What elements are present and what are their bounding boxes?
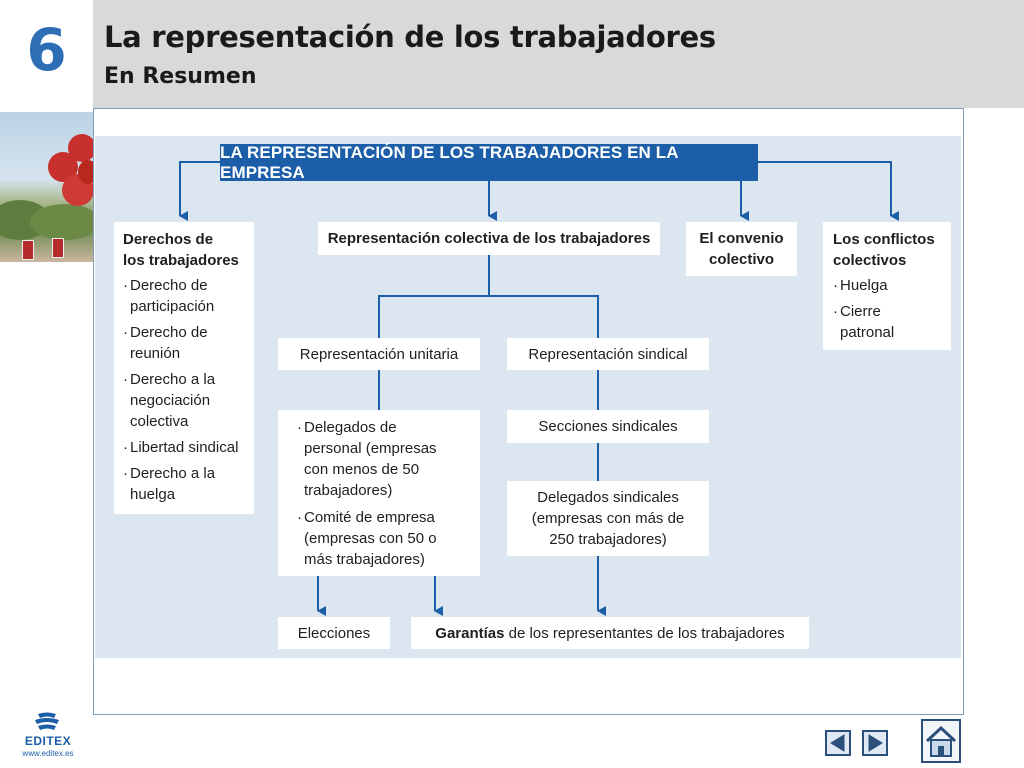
conflictos-item: Huelga [833,275,941,296]
unitaria-item: Comité de empresa (empresas con 50 o más… [297,507,461,570]
home-button[interactable] [921,719,961,763]
node-unitaria: Representación unitaria [278,338,480,370]
node-convenio: El convenio colectivo [686,222,797,276]
slide-title: La representación de los trabajadores [104,20,716,54]
unitaria-list: Delegados de personal (empresas con meno… [297,417,461,570]
slide-subtitle: En Resumen [104,64,257,89]
node-derechos: Derechos de los trabajadores Derecho de … [114,222,254,514]
node-derechos-title-1: Derechos de [123,231,214,248]
unitaria-item: Delegados de personal (empresas con meno… [297,417,461,501]
derechos-item: Derecho a la negociación colectiva [123,369,245,432]
node-unitaria-detail: Delegados de personal (empresas con meno… [278,410,480,576]
node-colectiva: Representación colectiva de los trabajad… [318,222,660,255]
root-node: LA REPRESENTACIÓN DE LOS TRABAJADORES EN… [220,143,758,182]
editex-logo: EDITEX www.editex.es [18,712,78,760]
logo-text: EDITEX [24,734,72,748]
prev-arrow-icon [830,734,845,752]
derechos-item: Derecho de participación [123,275,245,317]
conflictos-list: Huelga Cierre patronal [833,275,941,343]
node-conflictos: Los conflictos colectivos Huelga Cierre … [823,222,951,350]
decorative-photo [0,112,93,262]
logo-url: www.editex.es [22,749,74,758]
home-icon [925,725,957,757]
node-elecciones: Elecciones [278,617,390,649]
node-sindical: Representación sindical [507,338,709,370]
derechos-item: Libertad sindical [123,437,245,458]
derechos-item: Derecho a la huelga [123,463,245,505]
next-button[interactable] [862,730,888,756]
derechos-list: Derecho de participación Derecho de reun… [123,275,245,505]
next-arrow-icon [868,734,883,752]
editex-logo-icon [35,712,59,730]
derechos-item: Derecho de reunión [123,322,245,364]
chapter-number: 6 [26,16,67,84]
node-conflictos-title-2: colectivos [833,252,907,269]
prev-button[interactable] [825,730,851,756]
header-band [93,0,1024,108]
node-secciones: Secciones sindicales [507,410,709,443]
conflictos-item: Cierre patronal [833,301,941,343]
node-garantias: Garantías de los representantes de los t… [411,617,809,649]
node-delegados-sindicales: Delegados sindicales (empresas con más d… [507,481,709,556]
node-conflictos-title-1: Los conflictos [833,231,935,248]
node-derechos-title-2: los trabajadores [123,252,239,269]
